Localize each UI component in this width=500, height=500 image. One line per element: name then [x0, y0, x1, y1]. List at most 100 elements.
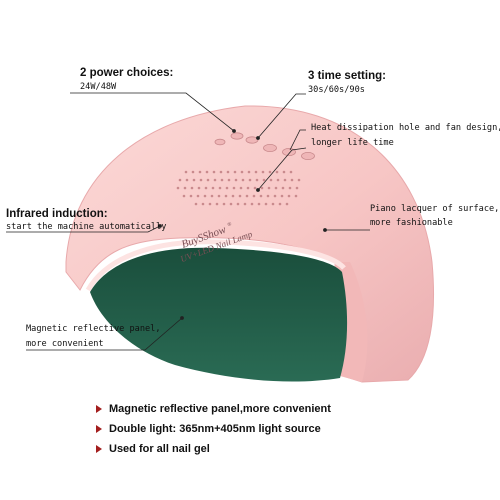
lamp-trademark: ® — [227, 220, 233, 228]
time-setting-title: 3 time setting: — [308, 70, 386, 82]
vent-hole — [254, 170, 258, 174]
vent-hole — [231, 194, 235, 198]
vent-hole — [224, 194, 228, 198]
feature-item: Magnetic reflective panel,more convenien… — [96, 401, 331, 417]
vent-hole — [194, 202, 198, 206]
vent-hole — [225, 186, 229, 190]
bullet-arrow-icon — [96, 425, 102, 433]
vent-hole — [219, 170, 223, 174]
vent-hole — [280, 194, 284, 198]
vent-hole — [271, 202, 275, 206]
vent-hole — [261, 170, 265, 174]
vent-hole — [290, 178, 294, 182]
timer-button-30s — [263, 143, 277, 152]
vent-hole — [240, 170, 244, 174]
vent-hole — [241, 178, 245, 182]
vent-hole — [176, 186, 180, 190]
vent-hole — [245, 194, 249, 198]
vent-hole — [287, 194, 291, 198]
feature-text: Used for all nail gel — [109, 443, 210, 455]
vent-hole — [281, 186, 285, 190]
vent-hole — [283, 178, 287, 182]
vent-hole — [199, 178, 203, 182]
vent-holes — [176, 170, 301, 206]
time-setting-detail: 30s/60s/90s — [308, 85, 365, 95]
vent-hole — [227, 178, 231, 182]
vent-hole — [253, 186, 257, 190]
vent-hole — [226, 170, 230, 174]
power-button-24w — [230, 132, 244, 140]
bullet-arrow-icon — [96, 445, 102, 453]
vent-hole — [222, 202, 226, 206]
vent-hole — [234, 178, 238, 182]
bullet-arrow-icon — [96, 405, 102, 413]
vent-hole — [205, 170, 209, 174]
vent-hole — [282, 170, 286, 174]
control-buttons — [214, 132, 315, 160]
vent-hole — [259, 194, 263, 198]
vent-hole — [248, 178, 252, 182]
piano-lacquer-line2: more fashionable — [370, 218, 453, 228]
vent-hole — [275, 170, 279, 174]
vent-hole — [278, 202, 282, 206]
vent-hole — [198, 170, 202, 174]
vent-hole — [203, 194, 207, 198]
vent-hole — [274, 186, 278, 190]
vent-hole — [243, 202, 247, 206]
infrared-induction-detail: start the machine automatically — [6, 222, 167, 232]
vent-hole — [250, 202, 254, 206]
vent-hole — [294, 194, 298, 198]
vent-hole — [255, 178, 259, 182]
callout-lines — [6, 92, 370, 351]
magnetic-panel-line1: Magnetic reflective panel, — [26, 324, 161, 334]
vent-hole — [217, 194, 221, 198]
vent-hole — [260, 186, 264, 190]
feature-text: Double light: 365nm+405nm light source — [109, 423, 321, 435]
vent-hole — [289, 170, 293, 174]
vent-hole — [297, 178, 301, 182]
vent-hole — [264, 202, 268, 206]
vent-hole — [247, 170, 251, 174]
vent-hole — [220, 178, 224, 182]
infrared-sensor — [214, 138, 226, 146]
heat-dissipation-line2: longer life time — [311, 138, 394, 148]
vent-hole — [215, 202, 219, 206]
vent-hole — [218, 186, 222, 190]
vent-hole — [196, 194, 200, 198]
vent-hole — [210, 194, 214, 198]
power-choices-title: 2 power choices: — [80, 67, 174, 79]
power-button-48w — [245, 136, 259, 144]
vent-hole — [183, 186, 187, 190]
power-choices-detail: 24W/48W — [80, 82, 117, 92]
vent-hole — [189, 194, 193, 198]
vent-hole — [233, 170, 237, 174]
vent-hole — [273, 194, 277, 198]
infrared-induction-title: Infrared induction: — [6, 208, 108, 220]
vent-hole — [192, 178, 196, 182]
vent-hole — [204, 186, 208, 190]
vent-hole — [212, 170, 216, 174]
feature-item: Used for all nail gel — [96, 441, 210, 457]
vent-hole — [266, 194, 270, 198]
vent-hole — [276, 178, 280, 182]
vent-hole — [236, 202, 240, 206]
timer-button-90s — [301, 151, 315, 160]
vent-hole — [295, 186, 299, 190]
vent-hole — [257, 202, 261, 206]
lamp-rim-highlight — [85, 239, 346, 292]
vent-hole — [191, 170, 195, 174]
vent-hole — [206, 178, 210, 182]
vent-hole — [201, 202, 205, 206]
vent-hole — [182, 194, 186, 198]
vent-hole — [208, 202, 212, 206]
feature-text: Magnetic reflective panel,more convenien… — [109, 403, 331, 415]
vent-hole — [246, 186, 250, 190]
vent-hole — [268, 170, 272, 174]
vent-hole — [184, 170, 188, 174]
vent-hole — [262, 178, 266, 182]
vent-hole — [238, 194, 242, 198]
vent-hole — [197, 186, 201, 190]
vent-hole — [229, 202, 233, 206]
piano-lacquer-line1: Piano lacquer of surface, — [370, 204, 500, 214]
vent-hole — [288, 186, 292, 190]
